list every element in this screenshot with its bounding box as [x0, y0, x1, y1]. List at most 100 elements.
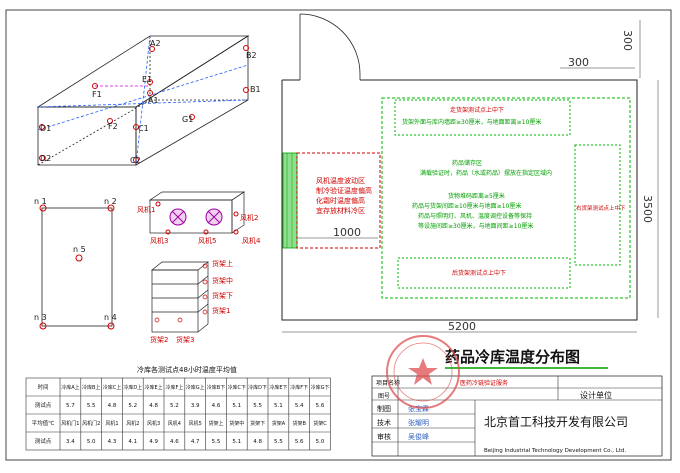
- table-cell: 5.0: [316, 439, 325, 445]
- table-cell: 冷库F下: [290, 384, 308, 391]
- title-block: 项目名称 医药冷链验证服务 图号 设计单位 制图 张宝霖 技术 张耀明 审核 吴…: [371, 335, 663, 457]
- point-d2: [39, 155, 45, 161]
- cold-room-3d-view: [36, 35, 250, 166]
- zone-top-note: 货架外面与库内墙距≥30厘米，与地面距离≥10厘米: [402, 118, 541, 126]
- fan-unit-view: 风机1 风机2 风机3 风机5 风机4: [137, 191, 261, 245]
- table-cell: 5.5: [87, 403, 96, 409]
- table-cell: 5.6: [316, 403, 325, 409]
- label-shelf-2: 货架2: [150, 335, 168, 344]
- table-cell: 冷库B上: [82, 384, 100, 391]
- table-cell: 5.0: [87, 439, 96, 445]
- row-label-review: 审核: [377, 432, 391, 441]
- table-cell: 冷库D上: [123, 384, 142, 391]
- table-cell: 4.1: [128, 439, 137, 445]
- table-cell: 测试点: [35, 437, 52, 445]
- table-cell: 5.5: [253, 403, 262, 409]
- zone-center-line5: 药品与照明灯、风机、温度调控设备等保持: [418, 212, 532, 220]
- zone-left-line2: 制冷验证温度偏高: [316, 186, 372, 195]
- floor-plan: 300 300 3500 5200 风机温度波动区 制冷验证温度偏高 化霜时温度…: [281, 13, 659, 333]
- label-n4: n 4: [104, 313, 117, 322]
- zone-center-line6: 等设施间距≥30厘米，与地面间距≥10厘米: [418, 222, 533, 230]
- table-cell: 风机5: [189, 420, 202, 427]
- zone-right-shelf: [574, 144, 621, 266]
- row-label-draw: 制图: [377, 404, 391, 413]
- table-cell: 4.8: [253, 439, 262, 445]
- label-e1: E1: [142, 75, 152, 84]
- project-name: 医药冷链验证服务: [460, 379, 508, 387]
- label-fan3: 风机3: [150, 236, 168, 245]
- shelf-labels: 货架上 货架中 货架下 货架1 货架2 货架3: [150, 259, 233, 344]
- fan-strip: [282, 152, 298, 249]
- zone-left-line1: 风机温度波动区: [316, 176, 365, 185]
- table-cell: 货架中: [229, 420, 244, 427]
- table-cell: 风机门2: [82, 420, 100, 427]
- zone-bottom-title: 后货架测试点上中下: [452, 269, 506, 277]
- label-n2: n 2: [104, 197, 117, 206]
- label-n3: n 3: [34, 313, 47, 322]
- sheet-border: [5, 9, 672, 461]
- dim-inner: 1000: [333, 226, 361, 239]
- point-b1: [243, 87, 249, 93]
- point-g1: [189, 114, 195, 120]
- table-cell: 5.1: [232, 403, 241, 409]
- label-a1: A1: [148, 96, 159, 105]
- table-cell: 冷库D下: [248, 384, 267, 391]
- point-f2: [107, 118, 113, 124]
- table-cell: 风机2: [126, 420, 139, 427]
- table-cell: 5.1: [232, 439, 241, 445]
- label-shelf-3: 货架3: [176, 335, 194, 344]
- dim-right-top: 300: [621, 30, 634, 51]
- table-cell: 5.5: [212, 439, 221, 445]
- zone-left-line3: 化霜时温度偏高: [316, 196, 365, 205]
- point-c2: [133, 157, 139, 163]
- label-f1: F1: [92, 90, 102, 99]
- label-b2: B2: [246, 51, 257, 60]
- zone-center-line3: 货物堆码距离≥5厘米: [448, 192, 505, 200]
- table-cell: 4.7: [191, 439, 200, 445]
- table-cell: 冷库E下: [269, 384, 287, 391]
- point-e1: [147, 79, 153, 85]
- seal-star-icon: [408, 358, 438, 385]
- label-f2: F2: [108, 122, 118, 131]
- table-cell: 5.5: [274, 439, 283, 445]
- zone-bottom-shelf: [397, 257, 571, 289]
- table-cell: 5.6: [295, 439, 304, 445]
- dim-right: 3500: [641, 195, 654, 223]
- company-name-cn: 北京首工科技开发有限公司: [484, 414, 628, 429]
- table-cell: 测试点: [35, 401, 52, 409]
- table-cell: 货架上: [208, 420, 223, 427]
- table-cell: 平均值℃: [32, 419, 55, 427]
- label-shelf-bottom: 货架下: [212, 291, 233, 300]
- point-c1: [133, 124, 139, 130]
- label-fan2: 风机2: [240, 213, 258, 222]
- table-cell: 4.6: [170, 439, 179, 445]
- unit-label: 设计单位: [580, 390, 612, 400]
- table-cell: 4.8: [108, 403, 117, 409]
- table-cell: 风机4: [168, 420, 181, 427]
- table-cell: 3.4: [66, 439, 75, 445]
- label-g1: G1: [182, 115, 193, 124]
- zone-right-title: 右货架测试点上中下: [576, 204, 626, 212]
- table-cell: 4.3: [108, 439, 117, 445]
- company-name-en: Beijing Industrial Technology Developmen…: [484, 448, 626, 454]
- zone-top-title: 走货架测试点上中下: [450, 106, 504, 114]
- label-a2: A2: [150, 39, 161, 48]
- point-f1: [92, 83, 98, 89]
- table-cell: 5.7: [66, 403, 75, 409]
- table-cell: 5.4: [295, 403, 304, 409]
- zone-top-shelf: [394, 99, 571, 136]
- label-shelf-top: 货架上: [212, 259, 233, 268]
- zone-center-line2: 满载验证时，药品（水或药品）摆放在指定区域内: [420, 169, 552, 177]
- table-cell: 货架A: [272, 420, 286, 427]
- table-cell: 冷库G下: [311, 384, 330, 391]
- temperature-table: 冷库各测试点48小时温度平均值 时间冷库A上冷库B上冷库C上冷库D上冷库E上冷库…: [25, 365, 331, 451]
- label-d1: D1: [40, 124, 51, 133]
- row-name-tech: 张耀明: [408, 418, 429, 427]
- label-n1: n 1: [34, 197, 47, 206]
- zone-fan-area: [296, 152, 381, 249]
- table-cell: 冷库E上: [145, 384, 163, 391]
- point-a2: [149, 46, 155, 52]
- zone-left-line4: 宜存放材料冷区: [316, 206, 365, 215]
